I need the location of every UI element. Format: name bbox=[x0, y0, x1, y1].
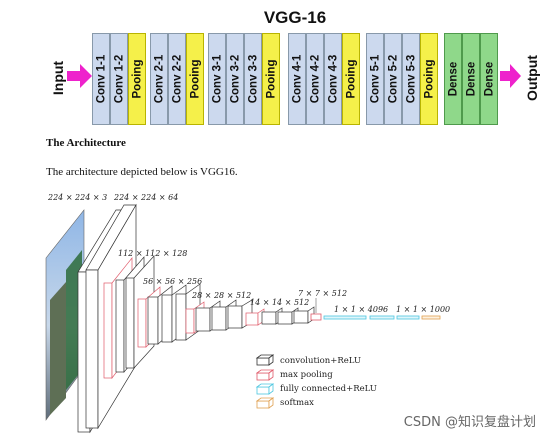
layer-conv-15: Conv 5-1 bbox=[366, 33, 384, 125]
dim-label-7: 7 × 7 × 512 bbox=[298, 289, 348, 298]
layer-pool-18: Pooing bbox=[420, 33, 438, 125]
section-sentence: The architecture depicted below is VGG16… bbox=[46, 166, 238, 178]
layer-pool-3: Pooing bbox=[128, 33, 146, 125]
dim-label-4: 56 × 56 × 256 bbox=[143, 277, 203, 286]
layer-conv-2: Conv 1-2 bbox=[110, 33, 128, 125]
layer-conv-17: Conv 5-3 bbox=[402, 33, 420, 125]
legend-pool-label: max pooling bbox=[280, 370, 333, 380]
layer-pool-14: Pooing bbox=[342, 33, 360, 125]
layer-dense-19: Dense bbox=[444, 33, 462, 125]
layer-dense-21: Dense bbox=[480, 33, 498, 125]
layer-conv-5: Conv 2-2 bbox=[168, 33, 186, 125]
diagram-title: VGG-16 bbox=[263, 8, 327, 27]
output-arrow-icon bbox=[500, 64, 521, 88]
layer-conv-8: Conv 3-2 bbox=[226, 33, 244, 125]
layer-conv-1: Conv 1-1 bbox=[92, 33, 110, 125]
dim-label-9: 1 × 1 × 1000 bbox=[396, 305, 451, 314]
layer-pool-10: Pooing bbox=[262, 33, 280, 125]
legend-fc-label: fully connected+ReLU bbox=[280, 384, 377, 394]
dim-label-2: 224 × 224 × 64 bbox=[114, 193, 179, 202]
watermark: CSDN @知识复盘计划 bbox=[403, 415, 536, 430]
legend-softmax-label: softmax bbox=[280, 398, 314, 408]
section-heading: The Architecture bbox=[46, 137, 126, 149]
dim-label-3: 112 × 112 × 128 bbox=[118, 249, 188, 258]
layer-conv-4: Conv 2-1 bbox=[150, 33, 168, 125]
input-arrow-icon bbox=[67, 64, 92, 88]
legend-swatches bbox=[255, 354, 275, 409]
layer-conv-12: Conv 4-2 bbox=[306, 33, 324, 125]
fc-layers bbox=[310, 313, 441, 321]
layer-conv-13: Conv 4-3 bbox=[324, 33, 342, 125]
layer-conv-11: Conv 4-1 bbox=[288, 33, 306, 125]
layer-conv-16: Conv 5-2 bbox=[384, 33, 402, 125]
conv-block-4 bbox=[185, 299, 253, 334]
layer-dense-20: Dense bbox=[462, 33, 480, 125]
dim-label-8: 1 × 1 × 4096 bbox=[334, 305, 389, 314]
legend-conv-label: convolution+ReLU bbox=[280, 356, 362, 366]
dim-label-1: 224 × 224 × 3 bbox=[48, 193, 108, 202]
layer-conv-9: Conv 3-3 bbox=[244, 33, 262, 125]
dim-label-6: 14 × 14 × 512 bbox=[250, 298, 310, 307]
layer-conv-7: Conv 3-1 bbox=[208, 33, 226, 125]
dim-label-5: 28 × 28 × 512 bbox=[192, 291, 252, 300]
conv-block-5 bbox=[245, 306, 315, 326]
layer-pool-6: Pooing bbox=[186, 33, 204, 125]
